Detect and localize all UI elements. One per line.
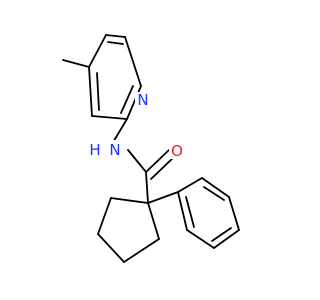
phenyl-bond-4 [213, 229, 240, 249]
phenyl-bond-1 [177, 177, 203, 193]
amide-n-to-carbonyl-bond [127, 149, 147, 173]
pyridine-nitrogen-atom: N [135, 91, 151, 109]
carbonyl-to-quaternary-bond [145, 171, 149, 204]
cyclopentane-bond-1 [110, 197, 149, 204]
phenyl-bond-6-inner [185, 196, 195, 228]
phenyl-bond-2 [201, 177, 230, 198]
cyclopentane-bond-2 [97, 197, 112, 235]
pyridine-bond-n1-c2 [126, 85, 142, 120]
cyclopentane-bond-5 [147, 202, 160, 240]
pyridine-bond-c5-c6-outer [105, 34, 126, 38]
pyridine-bond-c5-c6-inner [107, 41, 124, 45]
pyridine-bond-c6-n1 [124, 36, 142, 87]
cyclopentane-bond-3 [97, 233, 125, 263]
cyclopentane-ring [97, 197, 160, 263]
carbonyl-oxygen-label: O [171, 142, 183, 160]
carbonyl-oxygen-atom: O [169, 142, 185, 160]
phenyl-bond-4-inner [211, 227, 232, 242]
amide-nitrogen-label: N [109, 141, 120, 159]
phenyl-ring [147, 177, 240, 249]
pyridine-bond-c4-c5 [88, 34, 107, 68]
amide-linker [111, 118, 175, 204]
molecule-canvas: N H N O [62, 34, 240, 263]
phenyl-bond-2-inner [203, 186, 225, 201]
c2-to-amide-n-bond [111, 118, 128, 145]
carbonyl-double-bond-inner [150, 156, 175, 180]
phenyl-bond-5 [186, 229, 215, 249]
carbonyl-double-bond-outer [145, 149, 170, 173]
phenyl-bond-3 [228, 196, 240, 231]
pyridine-bond-c2-c3 [91, 115, 128, 120]
pyridine-nitrogen-label: N [137, 91, 148, 109]
pyridine-bond-n1-c2-inner [120, 85, 134, 114]
amide-hydrogen-label: H [89, 141, 100, 159]
methyl-bond [62, 59, 90, 68]
methylpyridine-ring [62, 34, 142, 120]
cyclopentane-bond-4 [123, 238, 160, 263]
structure-diagram: N H N O [62, 34, 240, 263]
amide-nitrogen-atom: H N [85, 140, 125, 160]
pyridine-bond-c3-c4-outer [88, 66, 93, 117]
phenyl-bond-6 [177, 191, 188, 231]
quaternary-to-phenyl-bond [147, 191, 179, 204]
pyridine-bond-c3-c4-inner [96, 72, 100, 111]
